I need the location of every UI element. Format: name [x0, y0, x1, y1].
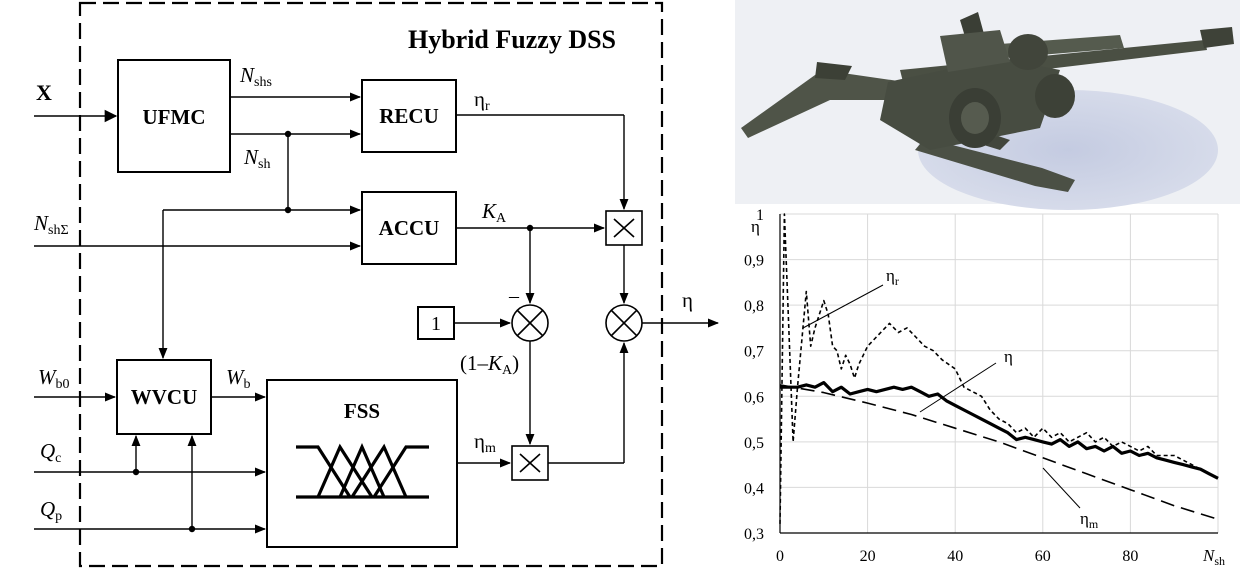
howitzer-model-icon — [741, 12, 1234, 192]
block-constant-one-label: 1 — [431, 313, 441, 335]
chart-y-tick-label: 1 — [756, 207, 764, 224]
signal-nsum-label: NshΣ — [33, 211, 69, 238]
signal-x-label: X — [36, 80, 52, 105]
chart-y-tick-label: 0,9 — [744, 253, 764, 270]
dss-boundary — [78, 1, 664, 568]
block-fss — [266, 379, 458, 548]
chart-y-tick-label: 0,8 — [744, 298, 764, 315]
sum-node-middle — [511, 304, 549, 342]
signal-eta-m-label: ηm — [474, 429, 496, 456]
chart-series — [779, 213, 1219, 524]
chart-annotations: ηr η ηm — [802, 266, 1099, 531]
signal-one-minus-ka-label: (1–KA) — [460, 351, 519, 378]
signal-nsh-label: Nsh — [243, 145, 270, 172]
chart-x-ticks: 0 20 40 60 80 — [776, 548, 1138, 565]
howitzer-render — [735, 0, 1240, 210]
chart-series-line-2 — [779, 384, 1219, 521]
multiplier-bottom — [511, 445, 549, 481]
chart-annotation-leader — [802, 284, 884, 329]
multiplier-top — [605, 210, 643, 246]
chart-y-tick-label: 0,7 — [744, 344, 764, 361]
block-wvcu-label: WVCU — [131, 385, 198, 409]
signal-wires — [34, 92, 720, 534]
diagram-title: Hybrid Fuzzy DSS — [408, 25, 616, 54]
block-ufmc-label: UFMC — [143, 105, 206, 129]
chart-y-tick-label: 0,5 — [744, 435, 764, 452]
block-wvcu — [116, 359, 212, 435]
block-fss-label: FSS — [344, 399, 380, 423]
chart-annotation-leader — [1042, 467, 1081, 509]
chart-grid — [779, 213, 1219, 534]
chart-y-label: η — [751, 217, 760, 236]
chart-x-tick-label: 60 — [1035, 548, 1051, 565]
signal-qc-label: Qc — [40, 439, 61, 466]
chart-annotation-label: ηm — [1080, 509, 1099, 531]
signal-eta-r-label: ηr — [474, 87, 490, 114]
fuzzy-membership-icon — [296, 443, 429, 499]
chart-y-tick-label: 0,6 — [744, 389, 764, 406]
chart-y-tick-label: 0,4 — [744, 480, 764, 497]
chart-x-label: Nsh — [1202, 546, 1225, 568]
chart-annotation-label: ηr — [886, 266, 899, 288]
signal-wb0-label: Wb0 — [38, 365, 70, 392]
block-accu-label: ACCU — [379, 216, 440, 240]
chart-y-tick-label: 0,3 — [744, 526, 764, 543]
signal-eta-output-label: η — [682, 288, 693, 312]
sum-node-output — [605, 304, 643, 342]
block-ufmc — [117, 59, 231, 173]
chart-x-tick-label: 80 — [1122, 548, 1138, 565]
chart-x-tick-label: 0 — [776, 548, 784, 565]
chart-x-tick-label: 40 — [947, 548, 963, 565]
efficiency-chart: 0,3 0,4 0,5 0,6 0,7 0,8 0,9 1 0 20 40 60 80 ηr η ηm η… — [744, 207, 1225, 568]
block-diagram: Hybrid Fuzzy DSS UFMC RECU ACCU WVCU FSS… — [33, 1, 720, 568]
signal-qp-label: Qp — [40, 497, 62, 524]
chart-series-line-0 — [779, 213, 1219, 524]
signal-wb-label: Wb — [226, 365, 251, 392]
chart-annotation-leader — [919, 362, 997, 413]
chart-x-tick-label: 20 — [860, 548, 876, 565]
chart-series-line-1 — [780, 381, 1219, 480]
minus-sign-label: – — [508, 285, 520, 307]
chart-y-ticks: 0,3 0,4 0,5 0,6 0,7 0,8 0,9 1 — [744, 207, 764, 543]
signal-nshs-label: Nshs — [239, 63, 272, 90]
block-recu — [361, 79, 457, 153]
block-recu-label: RECU — [379, 104, 439, 128]
chart-annotation-label: η — [1004, 347, 1013, 366]
signal-ka-label: KA — [481, 199, 507, 226]
